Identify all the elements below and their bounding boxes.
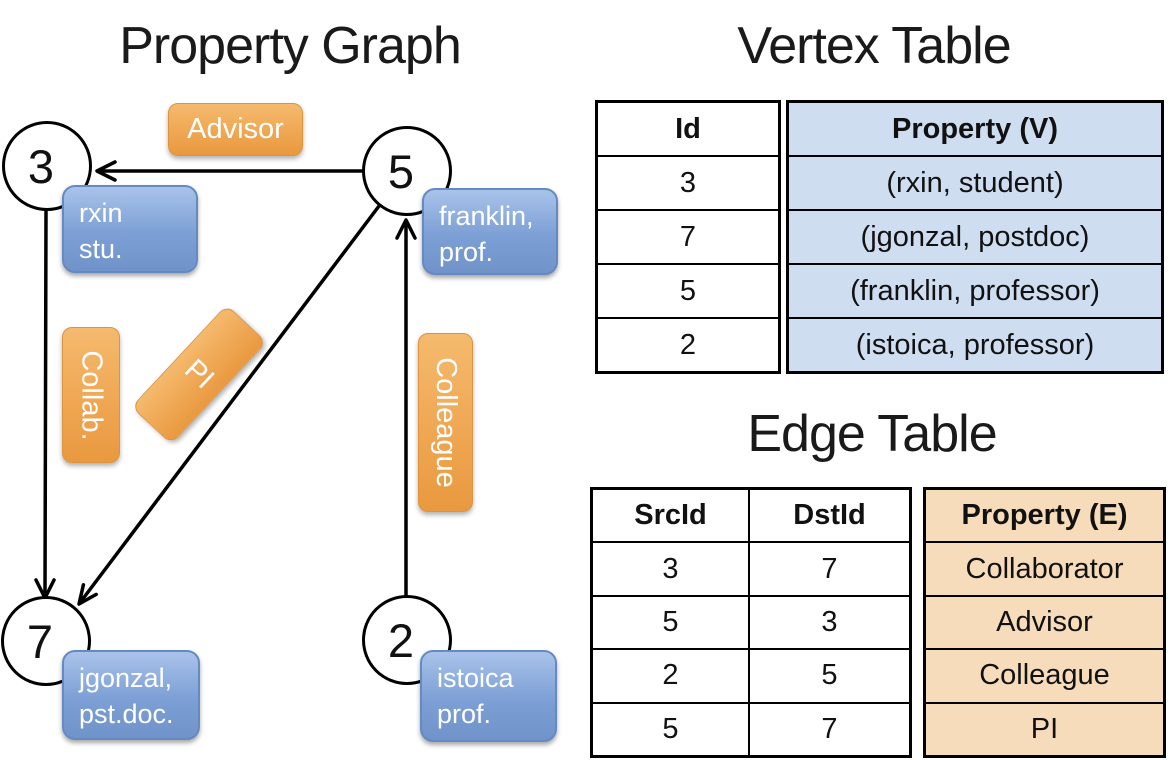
vertex-table-header-property: Property (V) <box>789 103 1161 155</box>
table-cell: 3 <box>821 606 838 639</box>
node-id-label: 3 <box>27 139 55 193</box>
arrowhead-2-5 <box>395 218 417 240</box>
edge-table-header-property: Property (E) <box>926 490 1163 542</box>
arrowhead-5-3 <box>95 160 117 182</box>
vertex-label-line1: franklin, <box>439 201 534 231</box>
table-cell: 5 <box>593 596 750 649</box>
edge-label-text: Collab. <box>75 349 108 441</box>
table-row: SrcId DstId <box>593 490 909 542</box>
edge-label-text: PI <box>178 353 221 396</box>
edge-label-advisor: Advisor <box>168 103 303 156</box>
edge-label-pi: PI <box>131 304 267 445</box>
table-cell: 3 <box>593 543 750 595</box>
table-cell: (istoica, professor) <box>789 317 1161 371</box>
vertex-table-header-id: Id <box>675 112 701 145</box>
vertex-label-line1: istoica <box>437 663 514 693</box>
node-id-label: 5 <box>387 144 415 198</box>
vertex-label-line2: prof. <box>439 236 494 267</box>
vertex-label-istoica: istoica prof. <box>420 650 557 742</box>
table-cell: 2 <box>598 317 778 371</box>
table-cell: 7 <box>821 552 838 585</box>
property-graph-title: Property Graph <box>119 17 462 75</box>
table-cell: 3 <box>598 155 778 209</box>
table-cell: 7 <box>821 712 838 745</box>
vertex-label-line1: jgonzal, <box>79 663 173 693</box>
vertex-label-rxin: rxin stu. <box>62 185 198 273</box>
table-cell: 7 <box>598 209 778 263</box>
node-id-label: 2 <box>387 613 415 667</box>
arrowhead-5-7 <box>77 583 98 606</box>
table-row: 3 7 <box>593 541 909 595</box>
table-row: 2 5 <box>593 648 909 702</box>
table-cell: 2 <box>593 650 750 702</box>
vertex-label-jgonzal: jgonzal, pst.doc. <box>62 650 200 740</box>
table-cell: 5 <box>593 703 750 756</box>
edge-table-id-columns: SrcId DstId 3 7 5 3 2 5 5 7 <box>590 487 912 758</box>
vertex-label-line2: prof. <box>437 698 492 729</box>
table-cell: (franklin, professor) <box>789 263 1161 317</box>
vertex-label-franklin: franklin, prof. <box>422 188 558 275</box>
edge-label-collab: Collab. <box>62 327 120 463</box>
graph-node-3: 3 <box>2 121 92 211</box>
edge-3-7 <box>43 209 48 594</box>
table-cell: 5 <box>598 263 778 317</box>
edge-label-colleague: Colleague <box>418 333 473 512</box>
edge-table-title: Edge Table <box>747 405 997 463</box>
table-cell: (jgonzal, postdoc) <box>789 209 1161 263</box>
table-cell: (rxin, student) <box>789 155 1161 209</box>
edge-table-header-srcid: SrcId <box>593 490 750 542</box>
vertex-table-property-column: Property (V) (rxin, student) (jgonzal, p… <box>786 100 1164 374</box>
table-cell: 5 <box>821 659 838 692</box>
vertex-label-line1: rxin <box>79 198 123 228</box>
edge-label-text: Advisor <box>187 113 284 145</box>
vertex-label-line2: stu. <box>79 233 123 264</box>
table-cell: Collaborator <box>926 541 1163 595</box>
vertex-table-title: Vertex Table <box>737 17 1011 75</box>
edge-table-header-dstid: DstId <box>793 499 866 532</box>
edge-label-text: Colleague <box>430 357 463 488</box>
table-row: 5 3 <box>593 594 909 649</box>
edge-table-property-column: Property (E) Collaborator Advisor Collea… <box>923 487 1166 758</box>
table-cell: Advisor <box>926 594 1163 649</box>
node-id-label: 7 <box>26 614 54 668</box>
vertex-label-line2: pst.doc. <box>79 698 174 729</box>
table-cell: Colleague <box>926 648 1163 702</box>
vertex-table-id-column: Id 3 7 5 2 <box>595 100 781 374</box>
table-row: 5 7 <box>593 701 909 756</box>
table-cell: PI <box>926 701 1163 756</box>
